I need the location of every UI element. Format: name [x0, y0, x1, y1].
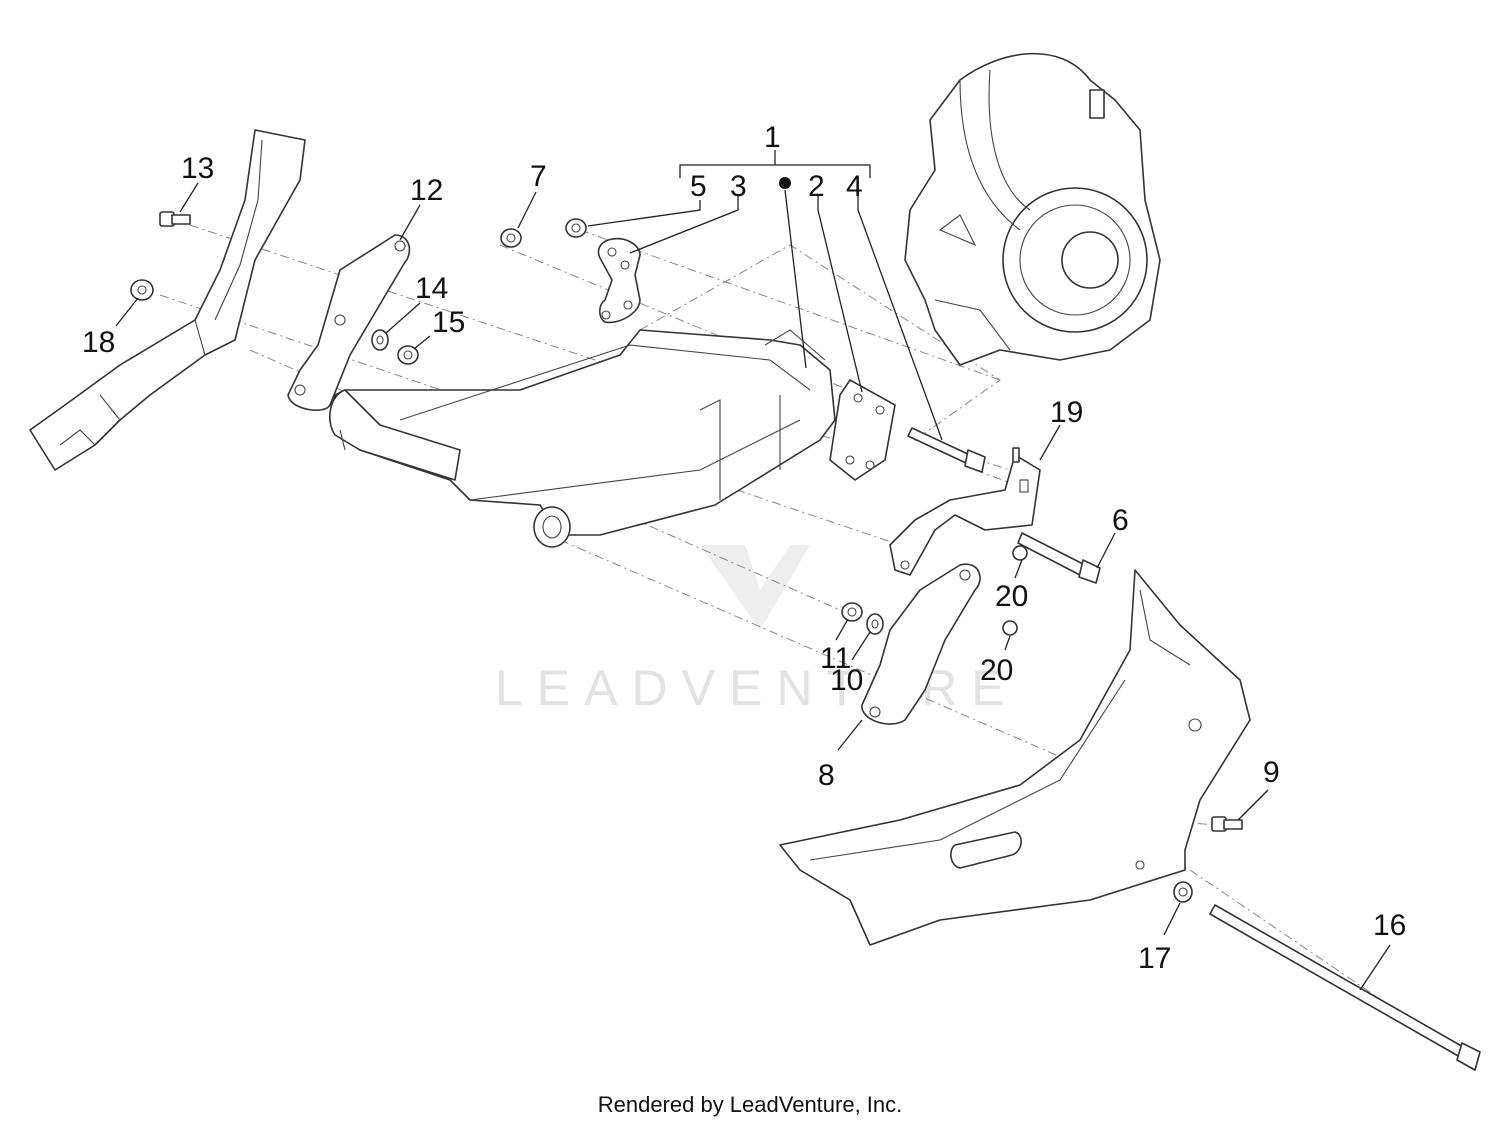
bolt: [1017, 532, 1101, 584]
swingarm: [329, 329, 836, 548]
bolt-13: [159, 211, 191, 227]
nut-7: [500, 228, 522, 248]
callout-3: 3: [730, 170, 747, 203]
frame-rail-right: [779, 569, 1251, 946]
lower-bracket-plate: [861, 563, 981, 725]
washer-14: [371, 329, 389, 351]
mounting-plate: [829, 379, 896, 481]
callout-14: 14: [415, 272, 448, 305]
nut-18: [130, 279, 154, 301]
callout-10: 10: [830, 664, 863, 697]
callout-15: 15: [432, 306, 465, 339]
callout-2: 2: [808, 170, 825, 203]
screw-20a: [1012, 545, 1028, 561]
frame-rail-left: [29, 129, 306, 471]
callout-7: 7: [530, 160, 547, 193]
support-bracket: [889, 447, 1041, 576]
nut-15: [397, 345, 419, 365]
long-rod: [1209, 904, 1481, 1071]
nut-5: [565, 218, 587, 238]
leader-lines: [115, 150, 1391, 991]
washer-17: [1173, 881, 1193, 903]
callout-4: 4: [846, 170, 863, 203]
callout-16: 16: [1373, 909, 1406, 942]
screw-20b: [1002, 620, 1018, 636]
nut-11: [841, 602, 863, 622]
callout-13: 13: [181, 152, 214, 185]
watermark-text: LEADVENTURE: [495, 660, 1019, 716]
callout-9: 9: [1263, 756, 1280, 789]
assembly-lines: [159, 224, 1471, 1061]
callout-8: 8: [818, 759, 835, 792]
callout-20b: 20: [980, 654, 1013, 687]
bracket-plate: [287, 234, 411, 411]
callout-20a: 20: [995, 580, 1028, 613]
long-bolt: [907, 427, 986, 473]
callout-17: 17: [1138, 942, 1171, 975]
callout-18: 18: [82, 326, 115, 359]
washer-10: [866, 613, 884, 635]
callouts: 1 5 3 2 4 13 12 7 14 15 18 19 6 20 20 11…: [82, 121, 1406, 975]
callout-5: 5: [690, 170, 707, 203]
engine-block: [904, 52, 1161, 366]
bolt-9: [1211, 816, 1243, 832]
hardware: [130, 211, 1243, 903]
callout-12: 12: [410, 174, 443, 207]
render-credit: Rendered by LeadVenture, Inc.: [597, 1092, 903, 1117]
callout-6: 6: [1112, 504, 1129, 537]
small-bracket-plate: [597, 237, 641, 324]
callout-11: 11: [820, 642, 851, 675]
callout-19: 19: [1050, 396, 1083, 429]
callout-1: 1: [764, 121, 781, 154]
